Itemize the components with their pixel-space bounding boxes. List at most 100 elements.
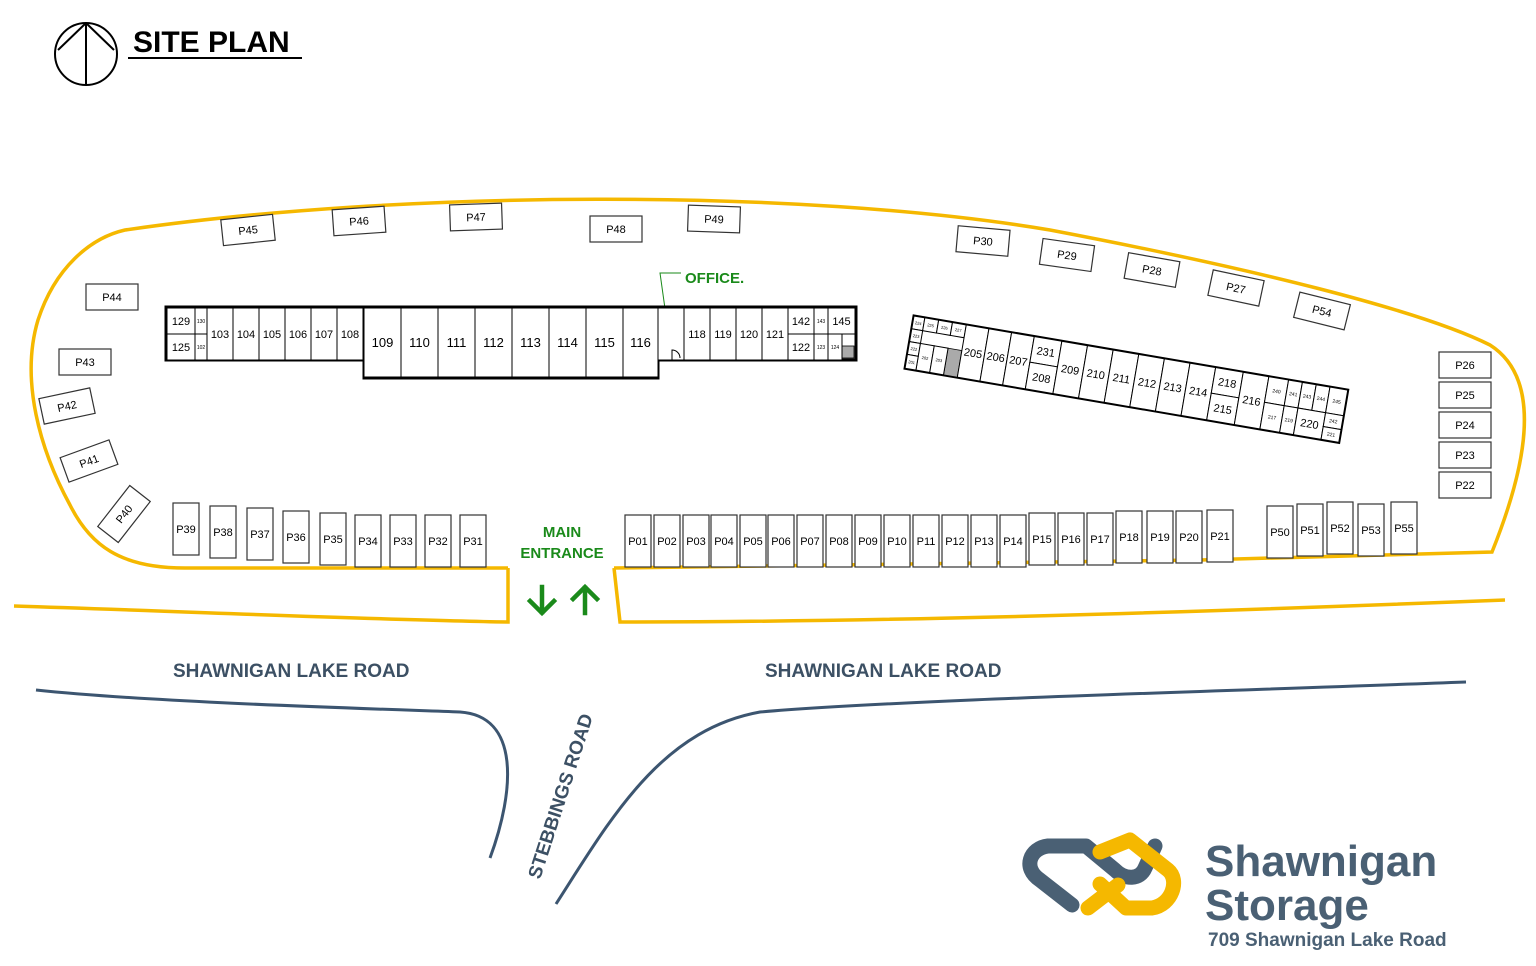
storage-unit-label: 121: [766, 329, 784, 341]
storage-unit-118: [683, 307, 711, 361]
parking-pad-box: [1038, 237, 1096, 273]
parking-pad-label: P36: [286, 532, 306, 544]
parking-pad-p44: P44: [85, 283, 139, 311]
storage-unit-label: 231: [1036, 345, 1056, 360]
entrance-label-line2: ENTRANCE: [520, 545, 603, 562]
parking-pad-label: P33: [393, 536, 413, 548]
parking-pad-p19: P19: [1146, 510, 1174, 564]
storage-unit-203: [929, 345, 949, 376]
parking-pad-box: [1390, 501, 1418, 555]
parking-pad-p49: P49: [686, 204, 742, 234]
parking-pad-p53: P53: [1357, 503, 1385, 557]
parking-pad-box: [354, 514, 382, 568]
parking-pad-p08: P08: [825, 514, 853, 568]
parking-pad-box: [1115, 510, 1143, 564]
parking-pad-label: P27: [1225, 281, 1247, 297]
parking-pad-box: [1207, 269, 1265, 307]
utility-block: [841, 345, 855, 359]
parking-pad-box: [319, 512, 347, 566]
parking-pad-box: [1357, 503, 1385, 557]
parking-pad-p03: P03: [682, 514, 710, 568]
storage-unit-label: 145: [832, 316, 850, 328]
storage-unit-label: 211: [1112, 372, 1131, 387]
storage-unit-label: 216: [1241, 394, 1261, 409]
property-boundary: [29, 197, 1527, 570]
parking-pad-label: P44: [102, 292, 122, 304]
storage-unit-label: 226: [941, 325, 949, 331]
parking-pad-p27: P27: [1207, 269, 1265, 307]
storage-unit-label: 219: [1284, 417, 1293, 424]
parking-pad-label: P35: [323, 534, 343, 546]
parking-pad-label: P30: [973, 235, 994, 249]
storage-unit-label: 107: [315, 329, 333, 341]
storage-unit-label: 207: [1008, 354, 1028, 369]
parking-pad-p50: P50: [1266, 505, 1294, 559]
parking-pad-box: [389, 514, 417, 568]
storage-unit-label: 119: [714, 329, 732, 341]
storage-unit-label: 122: [792, 342, 810, 354]
storage-unit-label: 208: [1031, 371, 1051, 386]
parking-pad-label: P43: [75, 357, 95, 369]
parking-pad-box: [1438, 411, 1492, 439]
road-edge-left: [13, 568, 510, 624]
parking-pad-label: P52: [1330, 523, 1350, 535]
parking-pad-box: [912, 514, 940, 568]
storage-unit-label: 224: [915, 320, 923, 326]
parking-pad-box: [282, 510, 310, 564]
parking-pad-p34: P34: [354, 514, 382, 568]
parking-pad-box: [1086, 512, 1114, 566]
parking-pad-p11: P11: [912, 514, 940, 568]
parking-pad-box: [767, 514, 795, 568]
storage-unit-label: 106: [289, 329, 307, 341]
storage-unit-129: [166, 307, 196, 335]
storage-unit-label: 118: [688, 329, 706, 341]
storage-unit-115: [585, 307, 624, 378]
parking-pad-p21: P21: [1206, 509, 1234, 563]
parking-pad-label: P05: [743, 536, 763, 548]
brand-name-line2: Storage: [1205, 881, 1369, 930]
storage-unit-label: 104: [237, 329, 255, 341]
parking-pad-p17: P17: [1086, 512, 1114, 566]
parking-pad-p07: P07: [796, 514, 824, 568]
road-line-left: [35, 688, 510, 859]
parking-pad-label: P49: [704, 214, 724, 227]
storage-unit-label: 130: [197, 319, 206, 325]
parking-pad-label: P45: [238, 224, 259, 238]
arrow-down-icon: [526, 584, 558, 617]
parking-pad-p28: P28: [1123, 251, 1181, 289]
parking-pad-box: [209, 505, 237, 559]
parking-pad-p13: P13: [970, 514, 998, 568]
parking-pad-label: P47: [466, 212, 486, 225]
storage-unit-label: 102: [197, 345, 206, 351]
storage-unit-221: [1320, 425, 1342, 443]
arrow-up-icon: [569, 583, 601, 616]
parking-pad-label: P28: [1141, 263, 1162, 278]
parking-pad-box: [739, 514, 767, 568]
parking-pad-label: P21: [1210, 531, 1230, 543]
parking-pad-p31: P31: [459, 514, 487, 568]
parking-pad-label: P51: [1300, 525, 1320, 537]
storage-unit-121: [761, 307, 789, 361]
parking-pad-p25: P25: [1438, 381, 1492, 409]
storage-unit-label: 129: [172, 316, 190, 328]
parking-pad-label: P08: [829, 536, 849, 548]
parking-pad-p33: P33: [389, 514, 417, 568]
parking-pad-label: P53: [1361, 525, 1381, 537]
brand-name-line1: Shawnigan: [1205, 837, 1437, 886]
storage-unit-label: 240: [1272, 388, 1281, 395]
office-door-icon: [671, 349, 681, 360]
storage-unit-110: [400, 307, 439, 378]
storage-unit-108: [336, 307, 364, 361]
storage-unit-label: 217: [1267, 414, 1276, 421]
parking-pad-box: [172, 502, 200, 556]
parking-pad-p30: P30: [955, 225, 1011, 257]
parking-pad-label: P18: [1119, 532, 1139, 544]
storage-unit-106: [284, 307, 312, 361]
parking-pad-box: [682, 514, 710, 568]
road-line-right: [554, 680, 1467, 905]
storage-unit-label: 113: [520, 335, 541, 350]
storage-unit-label: 142: [792, 316, 810, 328]
parking-pad-p48: P48: [589, 215, 643, 243]
storage-unit-114: [548, 307, 587, 378]
storage-unit-label: 124: [831, 345, 840, 351]
